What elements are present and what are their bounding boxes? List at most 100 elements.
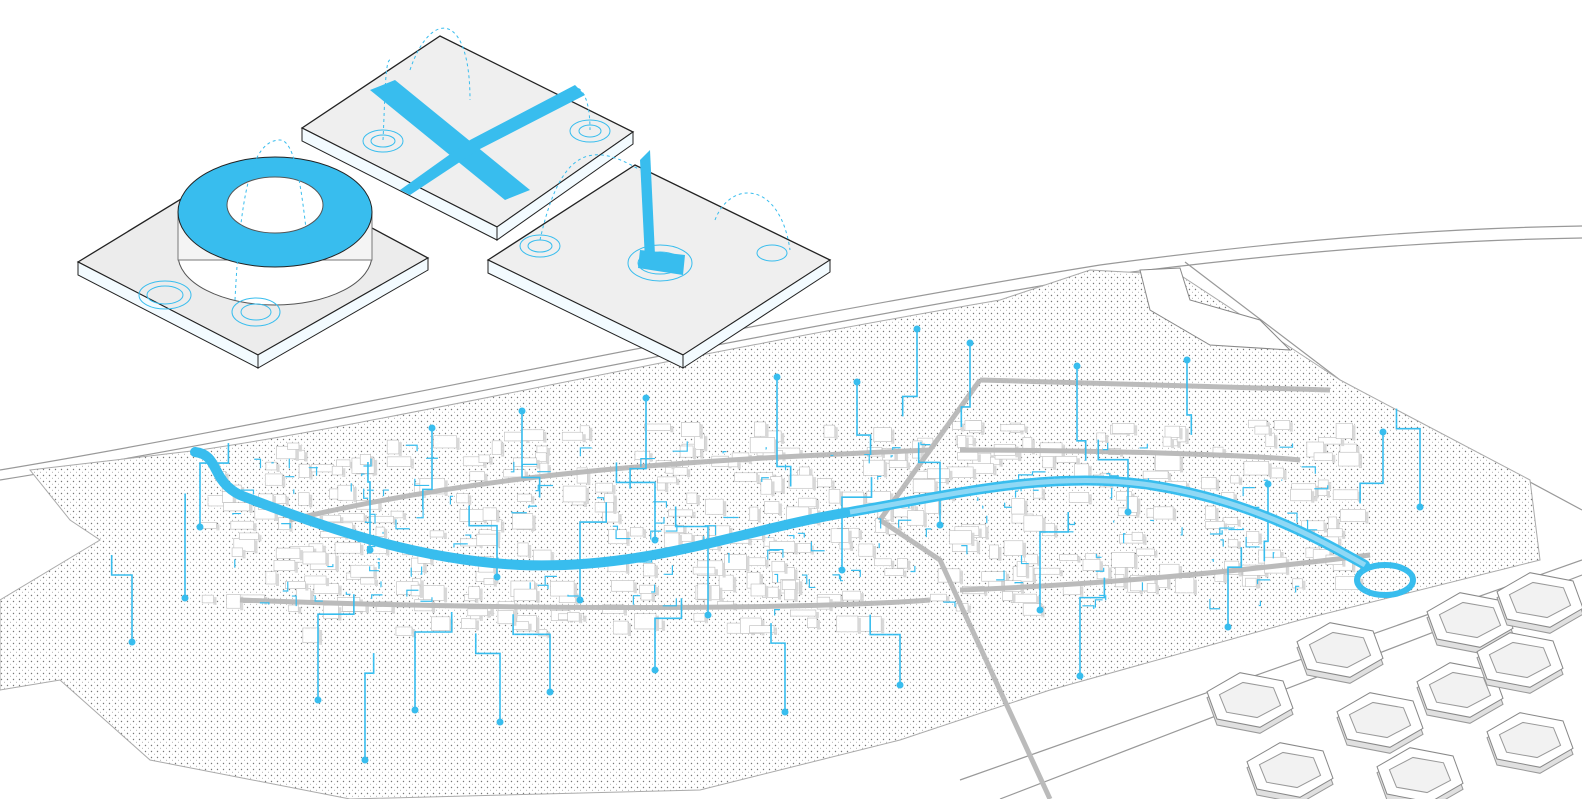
network-branch <box>511 511 527 514</box>
network-branch <box>535 490 541 492</box>
network-branch <box>663 565 674 575</box>
network-branch <box>285 476 295 478</box>
network-node <box>629 394 650 489</box>
network-branch <box>1014 490 1019 498</box>
network-branch <box>1020 555 1029 565</box>
network-branch <box>722 451 727 454</box>
building <box>265 571 279 586</box>
network-branch <box>1287 512 1298 523</box>
network-branch <box>1220 539 1224 547</box>
network-branch <box>1094 599 1103 608</box>
building <box>429 530 447 540</box>
network-branch <box>238 489 255 495</box>
network-branch <box>282 581 289 592</box>
building <box>483 578 497 587</box>
network-branch <box>878 543 880 549</box>
network-branch <box>851 569 861 577</box>
network-branch <box>704 525 717 536</box>
network-branch <box>832 574 841 580</box>
network-branch <box>797 532 805 538</box>
district-ground <box>0 269 1541 799</box>
building <box>1082 558 1103 573</box>
network-branch <box>544 575 557 585</box>
building <box>287 442 302 452</box>
network-branch <box>537 484 554 491</box>
building <box>705 498 727 517</box>
building <box>513 588 540 603</box>
network-branch <box>453 543 468 548</box>
building <box>231 547 246 559</box>
building <box>1131 531 1146 543</box>
building <box>512 513 536 532</box>
network-branch <box>406 589 419 597</box>
building <box>888 460 911 470</box>
building <box>611 580 637 594</box>
building <box>461 618 479 631</box>
building <box>1205 505 1219 522</box>
terminal-ring <box>1354 562 1416 598</box>
network-branch <box>291 595 297 607</box>
building <box>334 542 364 556</box>
building <box>1273 420 1293 432</box>
building <box>1024 553 1041 566</box>
network-branch <box>1245 537 1260 548</box>
building <box>644 423 674 433</box>
building <box>823 424 838 440</box>
network-branch <box>727 552 730 563</box>
streets <box>239 377 1371 799</box>
housing-block <box>1206 672 1294 734</box>
housing-blocks <box>1206 572 1582 799</box>
building <box>298 463 313 480</box>
network-branch <box>761 477 769 482</box>
network-branch <box>510 461 515 473</box>
network-node <box>518 407 541 498</box>
building <box>1153 506 1177 522</box>
network-branch <box>1272 552 1275 559</box>
network-node <box>1395 408 1424 511</box>
network-branch <box>878 518 882 529</box>
building-masses <box>199 419 1369 645</box>
building <box>239 532 262 542</box>
network-branch <box>920 441 931 446</box>
building <box>1227 539 1241 549</box>
stadium-ring-block <box>76 156 430 369</box>
building <box>634 450 653 462</box>
network-branch <box>254 458 262 469</box>
building <box>828 489 843 506</box>
network-branch <box>1150 519 1154 522</box>
building <box>1230 475 1243 486</box>
building <box>1332 489 1361 502</box>
building <box>478 454 493 465</box>
building <box>350 564 377 580</box>
network-node <box>1224 547 1243 631</box>
network-node <box>361 653 375 764</box>
building <box>1023 515 1046 534</box>
network-branch <box>1180 527 1183 536</box>
network-branch <box>1014 582 1024 584</box>
building <box>1338 451 1363 469</box>
building <box>1068 492 1092 505</box>
network-branch <box>281 522 291 529</box>
building <box>1335 422 1356 441</box>
network-branch <box>810 541 825 552</box>
network-branch <box>898 519 912 528</box>
building <box>686 492 700 506</box>
network-branch <box>961 545 968 555</box>
network-branch <box>345 591 351 595</box>
network-branch <box>579 447 592 457</box>
building <box>482 507 500 523</box>
building <box>1136 548 1158 558</box>
building <box>930 593 950 603</box>
network-branch <box>395 519 410 530</box>
building <box>285 581 309 591</box>
building <box>769 541 798 555</box>
network-branch <box>521 463 538 467</box>
building <box>395 626 415 638</box>
building <box>613 620 632 637</box>
network-node <box>853 378 872 456</box>
network-branch <box>672 441 688 452</box>
building <box>634 613 660 631</box>
network-branch <box>839 575 843 582</box>
building <box>657 476 680 485</box>
network-branch <box>1123 533 1126 544</box>
